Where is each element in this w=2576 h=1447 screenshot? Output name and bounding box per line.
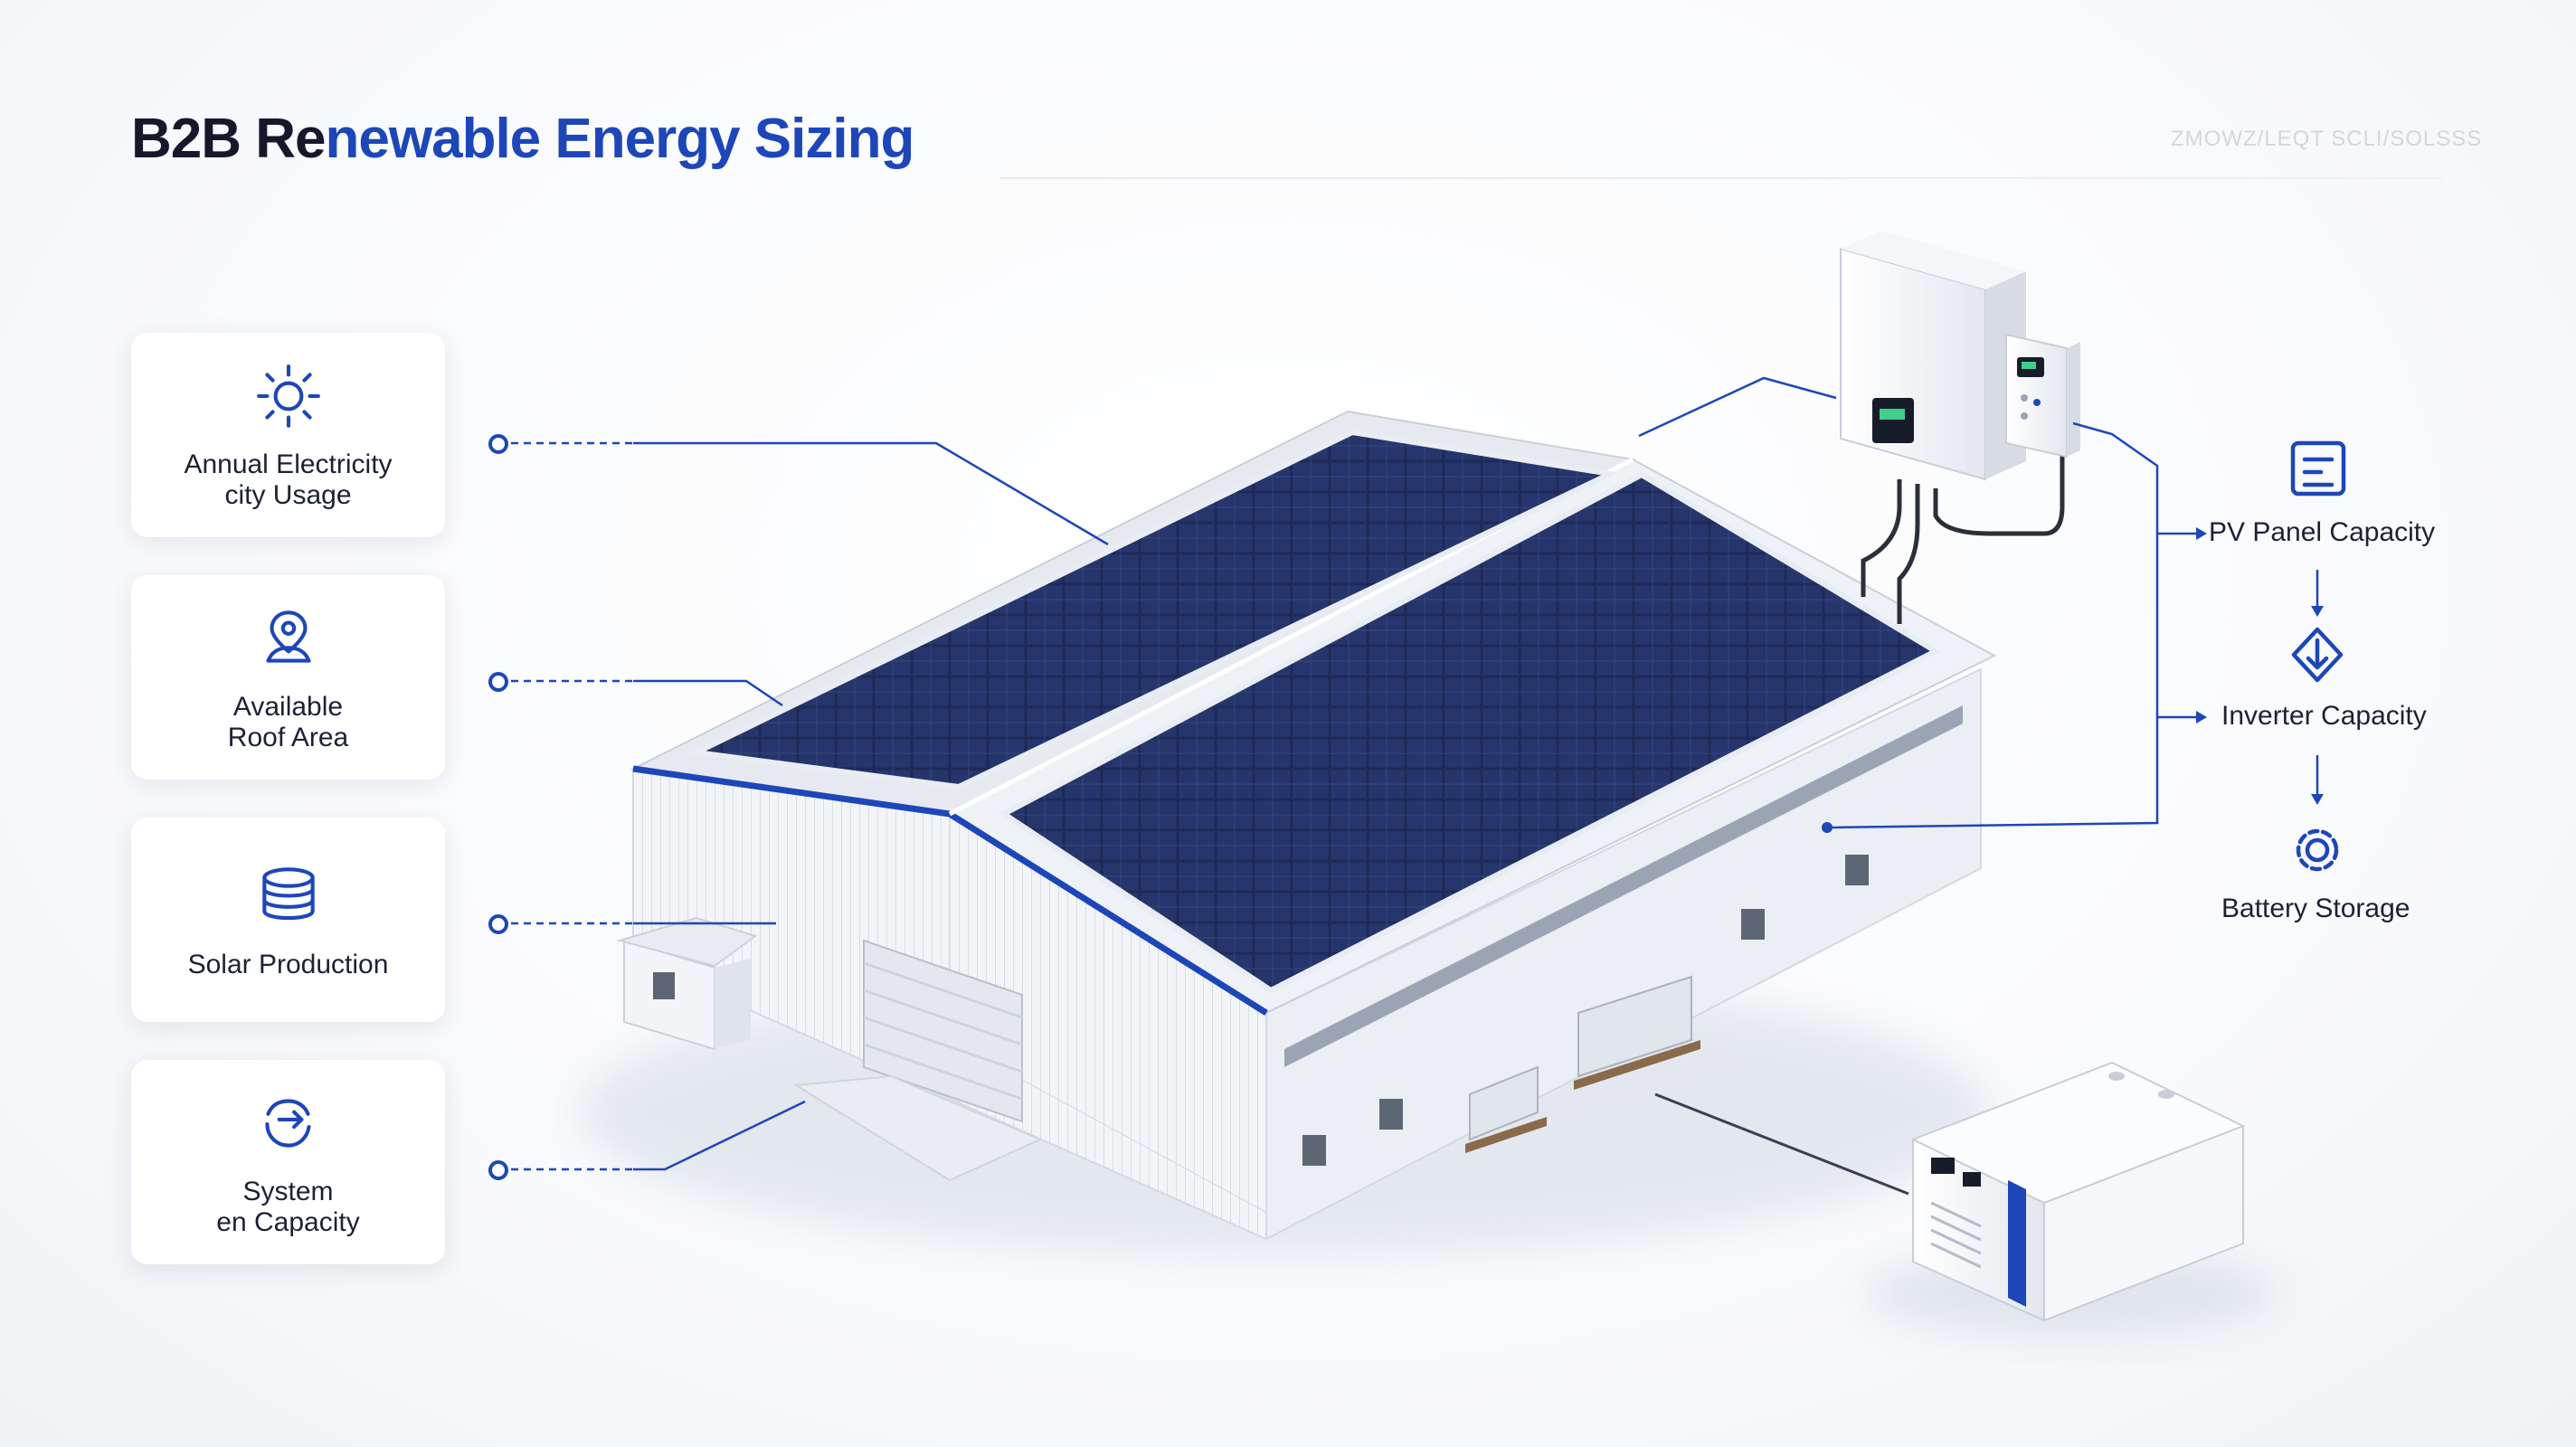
wall-window [1845,855,1869,885]
title-accent-text: newable Energy Sizing [325,108,915,170]
connector-dot [488,672,508,692]
output-connectors [1826,421,2319,829]
connector-dot [488,1160,508,1180]
gear-icon [2296,828,2339,872]
input-card-roof-area[interactable]: Available Roof Area [131,575,445,780]
rooftop-solar-array [687,429,1942,994]
wall-window [1741,909,1765,940]
connector-arrowheads [1822,527,2324,833]
output-label-battery-storage: Battery Storage [2221,894,2410,923]
page-title: B2B Renewable Energy Sizing [131,107,914,171]
stacked-discs-icon [261,867,315,921]
location-pin-icon [265,610,311,664]
wall-inverter [1840,231,2065,624]
wall-meter [2005,333,2080,459]
output-label-pv-capacity: PV Panel Capacity [2209,517,2436,547]
loading-door [792,939,1043,1182]
input-card-solar-production[interactable]: Solar Production [131,818,445,1022]
header-divider [999,177,2442,179]
battery-storage-unit [1863,1061,2279,1337]
sun-icon [256,364,320,429]
shield-arrow-icon [2291,627,2344,683]
input-connectors [511,376,1837,1171]
connector-dot [488,914,508,934]
ground-equipment-units [1465,975,1700,1153]
wall-window [1379,1099,1403,1130]
header-caption: ZMOWZ/LEQT SCLI/SOLSSS [2171,127,2483,151]
input-card-label: Annual Electricity city Usage [184,449,393,510]
input-card-label: System en Capacity [216,1177,360,1237]
cycle-arrow-icon [264,1099,311,1149]
input-card-annual-usage[interactable]: Annual Electricity city Usage [131,333,445,537]
input-card-label: Solar Production [187,950,389,980]
output-label-inverter-capacity: Inverter Capacity [2221,701,2427,731]
annex-shed [616,916,758,1051]
wall-window [1302,1135,1326,1166]
connector-dot [488,434,508,454]
title-text: B2B Re [131,108,327,170]
input-card-system-capacity[interactable]: System en Capacity [131,1060,445,1264]
input-card-label: Available Roof Area [227,692,349,752]
panel-monitor-icon [2290,440,2346,497]
battery-cable [1654,1092,1909,1196]
